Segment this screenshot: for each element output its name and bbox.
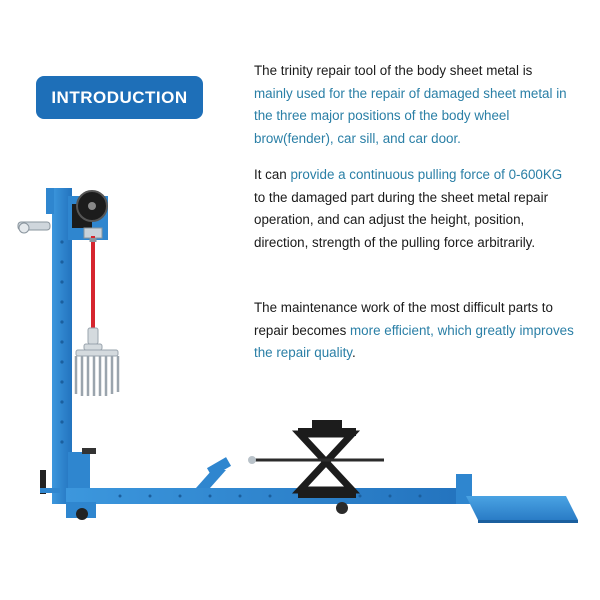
pulling-claw	[74, 327, 120, 396]
intro-paragraph-3: The maintenance work of the most difficu…	[254, 297, 574, 365]
angled-prop	[196, 457, 232, 488]
foot-plate	[456, 474, 578, 523]
top-crank-handle	[17, 221, 51, 234]
intro-paragraph-1: The trinity repair tool of the body shee…	[254, 60, 574, 150]
p1-highlight-1: mainly used for the repair of damaged sh…	[254, 85, 567, 146]
p3-text-2: .	[352, 345, 356, 360]
p2-text-1: It can	[254, 167, 291, 182]
introduction-badge: INTRODUCTION	[36, 76, 203, 119]
scissor-jack	[248, 420, 384, 514]
vertical-post	[46, 188, 72, 504]
base-rail	[66, 488, 466, 520]
p1-text-1: The trinity repair tool of the body shee…	[254, 63, 533, 78]
upper-arm	[68, 190, 108, 240]
p3-text-1: The maintenance work of the most difficu…	[254, 300, 553, 338]
red-strap	[89, 236, 97, 328]
intro-paragraph-2: It can provide a continuous pulling forc…	[254, 164, 574, 254]
p2-highlight-1: provide a continuous pulling force of 0-…	[290, 167, 563, 182]
post-adjustment-holes	[60, 240, 64, 444]
introduction-label: INTRODUCTION	[51, 87, 188, 107]
p2-text-2: to the damaged part during the sheet met…	[254, 189, 549, 250]
p3-highlight-1: more efficient, which greatly improves t…	[254, 322, 574, 361]
